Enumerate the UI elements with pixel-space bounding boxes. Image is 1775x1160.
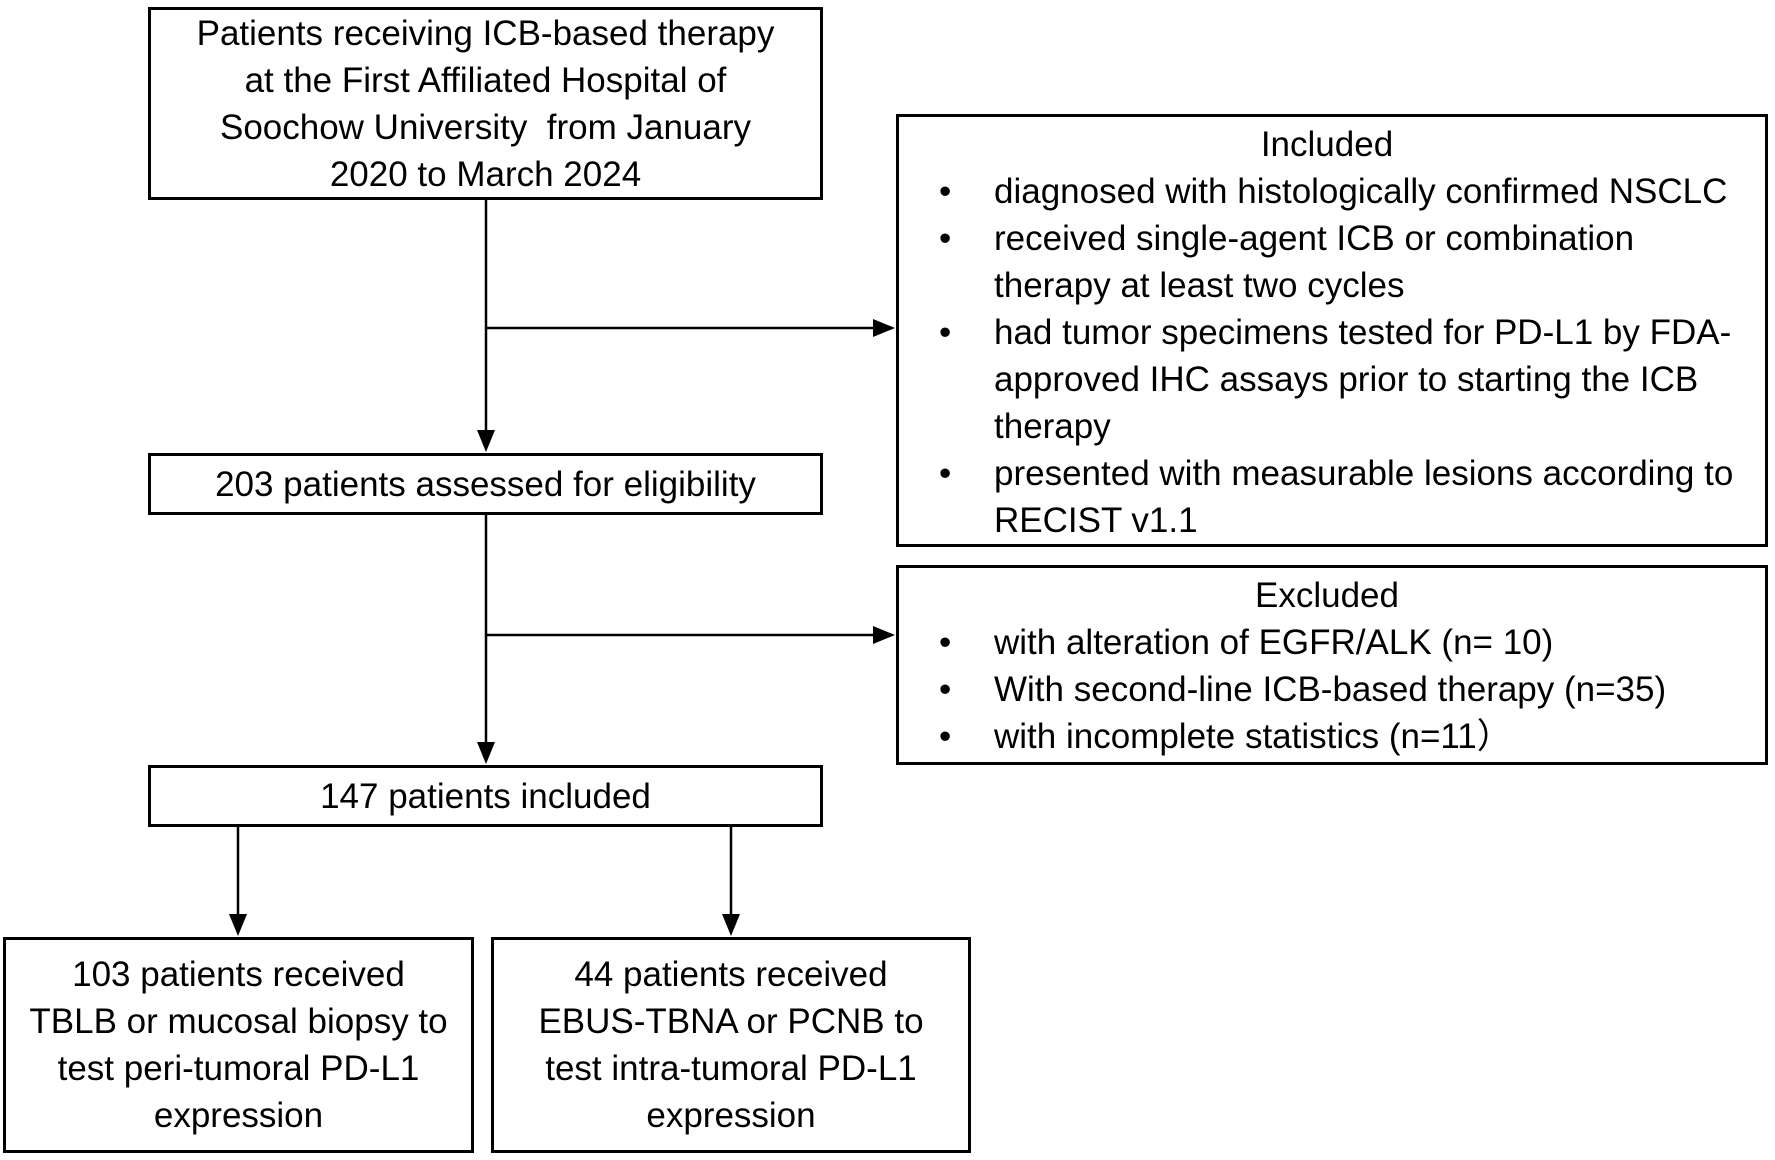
included-criteria-box: Included diagnosed with histologically c…	[896, 114, 1768, 547]
excluded-criteria-box: Excluded with alteration of EGFR/ALK (n=…	[896, 565, 1768, 765]
enrollment-line-2: at the First Affiliated Hospital of	[244, 60, 727, 100]
intratumoral-line-2: EBUS-TBNA or PCNB to	[538, 1002, 924, 1041]
eligibility-box: 203 patients assessed for eligibility	[148, 453, 823, 515]
excluded-bullet-2: With second-line ICB-based therapy (n=35…	[929, 666, 1755, 713]
arrow-right-icon	[873, 319, 895, 337]
peritumoral-group-box: 103 patients received TBLB or mucosal bi…	[3, 937, 474, 1153]
included-title: Included	[1260, 125, 1394, 164]
intratumoral-line-1: 44 patients received	[574, 955, 888, 994]
included-bullet-list: diagnosed with histologically confirmed …	[899, 168, 1755, 544]
excluded-bullet-3: with incomplete statistics (n=11）	[929, 713, 1755, 760]
included-bullet-4: presented with measurable lesions accord…	[929, 450, 1755, 544]
eligibility-text: 203 patients assessed for eligibility	[215, 464, 756, 504]
arrow-down-icon	[477, 430, 495, 452]
arrow-right-icon	[873, 626, 895, 644]
peritumoral-line-4: expression	[153, 1096, 324, 1135]
enrollment-line-3: Soochow University from January	[219, 107, 752, 147]
included-bullet-1: diagnosed with histologically confirmed …	[929, 168, 1755, 215]
arrow-down-icon	[229, 914, 247, 936]
intratumoral-line-3: test intra-tumoral PD-L1	[545, 1049, 917, 1088]
included-bullet-3: had tumor specimens tested for PD-L1 by …	[929, 309, 1755, 450]
enrollment-box: Patients receiving ICB-based therapy at …	[148, 7, 823, 200]
intratumoral-group-box: 44 patients received EBUS-TBNA or PCNB t…	[491, 937, 971, 1153]
included-count-box: 147 patients included	[148, 765, 823, 827]
arrow-down-icon	[722, 914, 740, 936]
intratumoral-line-4: expression	[646, 1096, 816, 1135]
peritumoral-line-3: test peri-tumoral PD-L1	[57, 1049, 420, 1088]
arrow-down-icon	[477, 742, 495, 764]
included-bullet-2: received single-agent ICB or combination…	[929, 215, 1755, 309]
excluded-bullet-list: with alteration of EGFR/ALK (n= 10) With…	[899, 619, 1755, 760]
included-count-text: 147 patients included	[320, 776, 651, 816]
excluded-bullet-1: with alteration of EGFR/ALK (n= 10)	[929, 619, 1755, 666]
enrollment-line-1: Patients receiving ICB-based therapy	[196, 13, 775, 53]
excluded-title: Excluded	[1255, 576, 1399, 615]
peritumoral-line-2: TBLB or mucosal biopsy to	[29, 1002, 448, 1041]
enrollment-line-4: 2020 to March 2024	[329, 154, 642, 194]
peritumoral-line-1: 103 patients received	[72, 955, 405, 994]
